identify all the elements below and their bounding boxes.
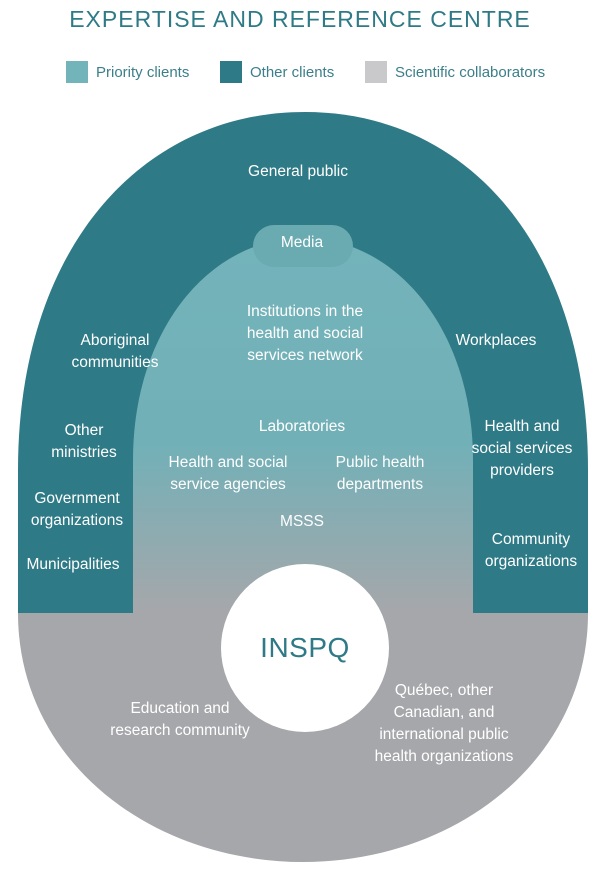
legend-item-other-clients: Other clients <box>220 60 334 84</box>
legend-swatch-other-clients <box>220 61 242 83</box>
label-municipalities: Municipalities <box>26 556 120 573</box>
label-government-organizations: Government organizations <box>30 490 124 529</box>
label-laboratories: Laboratories <box>258 418 346 435</box>
label-international-organizations: Québec, other Canadian, and internationa… <box>374 682 514 765</box>
legend-label-scientific-collaborators: Scientific collaborators <box>395 63 546 81</box>
legend-label-priority-clients: Priority clients <box>96 63 190 81</box>
bottom-section-collaborators <box>18 613 588 862</box>
inner-arch-priority-clients <box>133 238 473 614</box>
label-media: Media <box>280 234 324 251</box>
label-workplaces: Workplaces <box>455 332 537 349</box>
label-public-health-departments: Public health departments <box>335 454 425 493</box>
legend-label-other-clients: Other clients <box>250 63 335 81</box>
label-aboriginal-communities: Aboriginal communities <box>71 332 159 371</box>
label-community-organizations: Community organizations <box>484 531 578 570</box>
legend-swatch-scientific-collaborators <box>365 61 387 83</box>
legend-item-priority-clients: Priority clients <box>66 60 189 84</box>
center-label-inspq: INSPQ <box>260 632 350 663</box>
label-health-social-agencies: Health and social service agencies <box>168 454 288 493</box>
media-pill <box>253 225 353 267</box>
label-institutions: Institutions in the health and social se… <box>246 303 364 364</box>
label-education-research: Education and research community <box>110 700 250 739</box>
legend-swatch-priority-clients <box>66 61 88 83</box>
center-circle <box>221 564 389 732</box>
diagram-title: EXPERTISE AND REFERENCE CENTRE <box>69 6 531 32</box>
legend-item-scientific-collaborators: Scientific collaborators <box>365 60 545 84</box>
label-other-ministries: Other ministries <box>51 422 117 461</box>
label-health-social-providers: Health and social services providers <box>471 418 573 479</box>
label-general-public: General public <box>248 163 348 180</box>
label-msss: MSSS <box>280 513 324 530</box>
